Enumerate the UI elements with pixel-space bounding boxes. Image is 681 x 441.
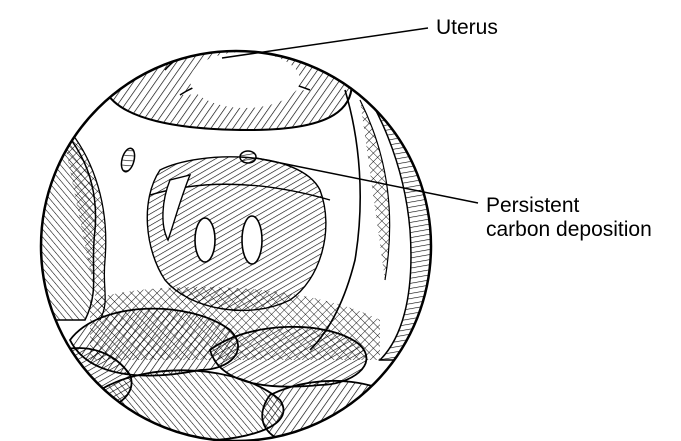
carbon-label-line1: Persistent: [486, 194, 652, 218]
bowel-loop-4: [262, 381, 411, 441]
carbon-label-line2: carbon deposition: [486, 218, 652, 242]
uterus-label: Uterus: [436, 16, 498, 40]
lesion-left: [195, 218, 215, 262]
carbon-deposit-1: [119, 147, 137, 173]
lesion-right: [242, 216, 262, 264]
uterus-leader-line: [222, 28, 428, 58]
carbon-deposition-label: Persistent carbon deposition: [486, 194, 652, 242]
carbon-deposit-2: [240, 151, 256, 163]
